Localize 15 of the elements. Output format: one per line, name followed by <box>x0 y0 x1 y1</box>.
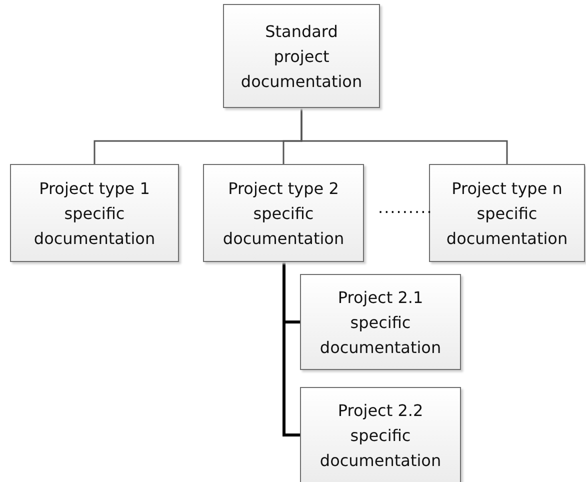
ellipsis-dots: ......... <box>378 198 433 217</box>
process-box <box>429 164 585 262</box>
process-box <box>223 4 380 108</box>
box-label: Project type n specific documentation <box>445 178 569 250</box>
process-box <box>300 274 461 370</box>
box-label: Project type 1 specific documentation <box>32 178 156 250</box>
connector-line <box>300 108 508 164</box>
box-label: Project 2.1 specific documentation <box>318 286 442 358</box>
process-box <box>203 164 364 262</box>
process-box <box>10 164 179 262</box>
process-box <box>300 387 461 482</box>
box-label: Project type 2 specific documentation <box>222 178 346 250</box>
connector-line <box>282 262 300 436</box>
box-label: Standard project documentation <box>240 20 364 92</box>
box-label: Project 2.2 specific documentation <box>318 400 442 472</box>
